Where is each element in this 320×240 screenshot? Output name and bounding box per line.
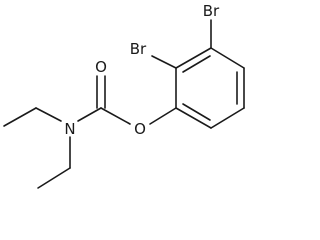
- bond-ring-c1-c2: [175, 47, 212, 69]
- bond-n-ethyl-lower-2: [37, 167, 71, 189]
- atom-o-carbonyl: O: [95, 58, 107, 76]
- atom-br-top: Br: [203, 2, 220, 20]
- structure-diagram: Br Br O O N: [3, 2, 245, 189]
- bond-n-ethyl-upper-1: [35, 107, 62, 122]
- bond-n-ethyl-upper-2: [3, 107, 37, 127]
- bond-ring-inner-1: [182, 55, 211, 73]
- bond-c6-o-ester: [149, 107, 177, 125]
- bond-ring-inner-3: [182, 103, 211, 121]
- benzene-ring: [175, 47, 245, 129]
- bond-c1-br-left: [151, 55, 177, 69]
- bond-ring-c5-c6: [175, 107, 212, 129]
- bond-o-ester-carbonyl-c: [100, 107, 131, 125]
- bond-carbonyl-c-n: [77, 107, 102, 122]
- bond-ring-c2-c3: [210, 47, 245, 69]
- bond-ring-c4-c5: [210, 107, 245, 129]
- atom-br-left: Br: [130, 40, 147, 58]
- atom-o-ester: O: [134, 120, 146, 138]
- atom-n: N: [64, 120, 75, 138]
